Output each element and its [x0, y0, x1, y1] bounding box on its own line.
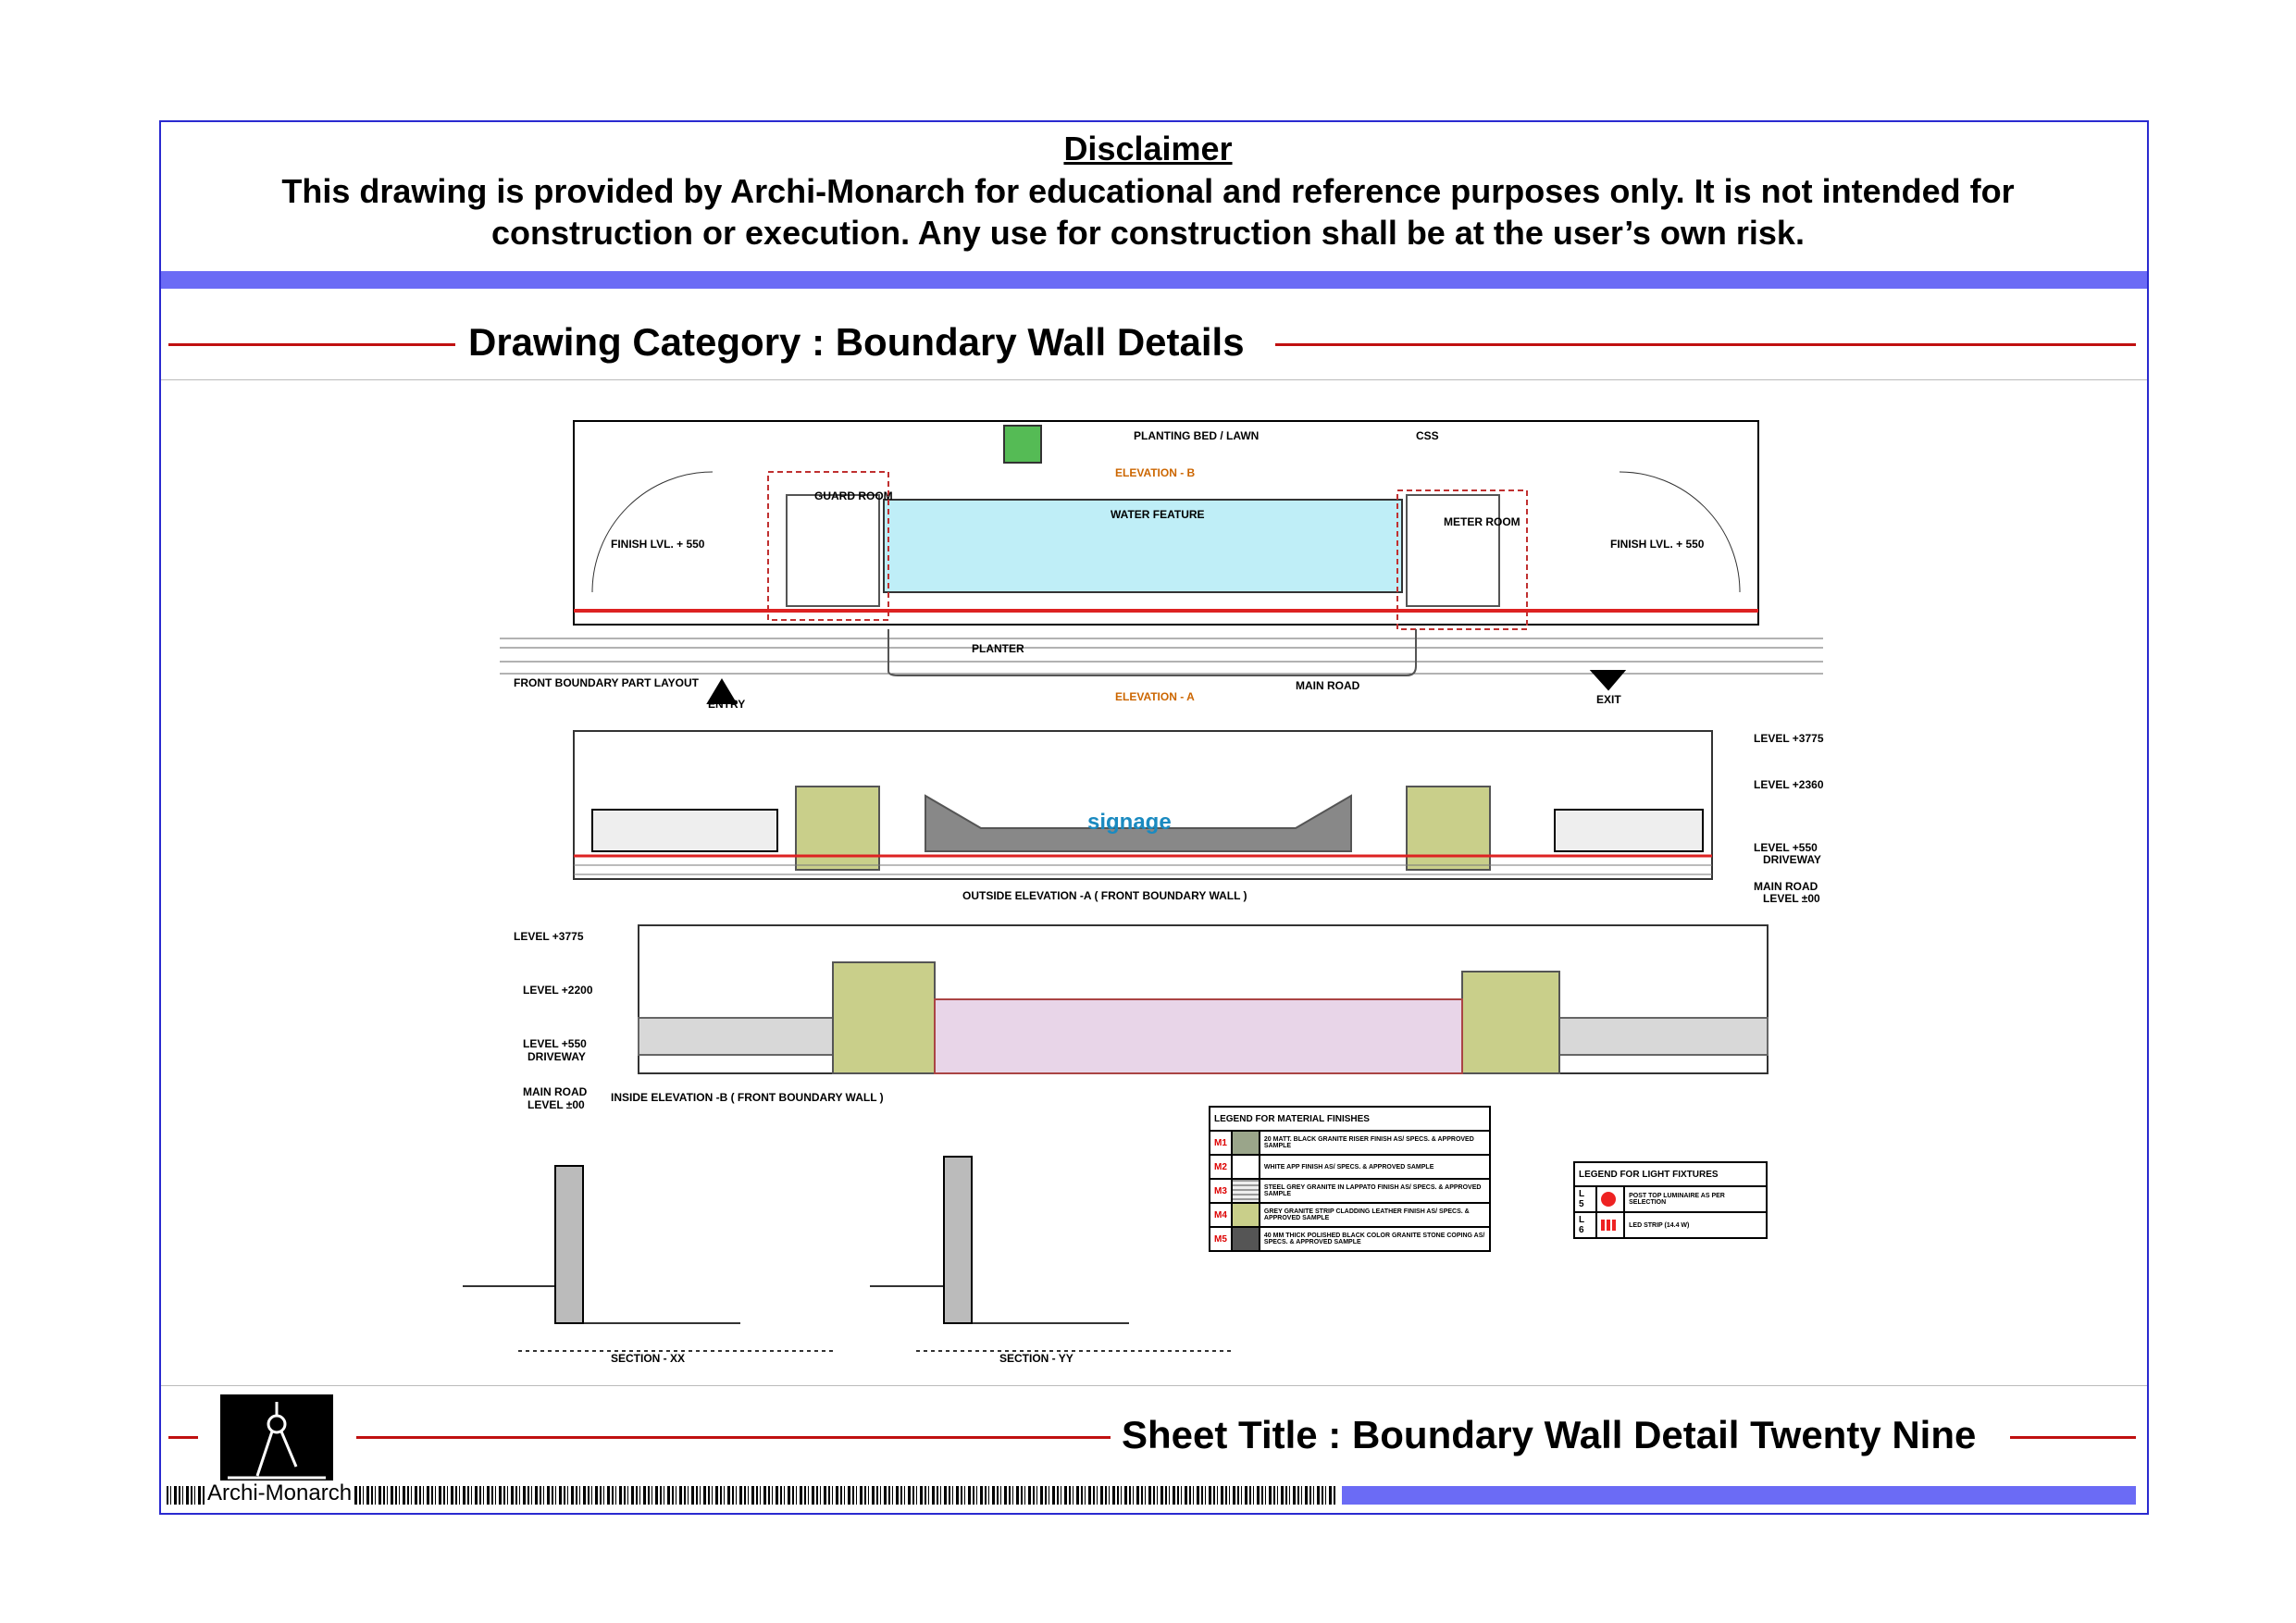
css-label: CSS: [1416, 429, 1439, 442]
legend-text: 20 MATT. BLACK GRANITE RISER FINISH AS/ …: [1258, 1130, 1492, 1156]
brand-name: Archi-Monarch: [205, 1481, 354, 1506]
footer-bar: [1342, 1486, 2136, 1505]
post-top-luminaire-icon: [1595, 1185, 1626, 1213]
sheet-frame: [159, 120, 2149, 1515]
rule: [1275, 343, 2136, 346]
legend-text: POST TOP LUMINAIRE AS PER SELECTION: [1623, 1185, 1768, 1213]
legend-text: STEEL GREY GRANITE IN LAPPATO FINISH AS/…: [1258, 1178, 1492, 1204]
elevation-b-marker: ELEVATION - B: [1115, 466, 1196, 479]
entry-label: ENTRY: [708, 698, 745, 711]
level-label: MAIN ROAD: [523, 1085, 588, 1098]
level-label: LEVEL +2360: [1754, 778, 1824, 791]
planting-bed-label: PLANTING BED / LAWN: [1134, 429, 1259, 442]
swatch: [1230, 1178, 1260, 1204]
level-label: LEVEL +550: [523, 1037, 587, 1050]
legend-code: M5: [1209, 1226, 1233, 1252]
elevation-a-marker: ELEVATION - A: [1115, 690, 1195, 703]
swatch: [1230, 1154, 1260, 1180]
legend-text: 40 MM THICK POLISHED BLACK COLOR GRANITE…: [1258, 1226, 1492, 1252]
divider: [161, 379, 2147, 380]
section-xx-title: SECTION - XX: [611, 1352, 685, 1365]
legend-code: M3: [1209, 1178, 1233, 1204]
outside-elevation-title: OUTSIDE ELEVATION -A ( FRONT BOUNDARY WA…: [962, 889, 1247, 902]
level-label: LEVEL ±00: [1763, 892, 1820, 905]
plan-title: FRONT BOUNDARY PART LAYOUT: [514, 676, 700, 689]
legend-light-fixtures: LEGEND FOR LIGHT FIXTURES L 5 POST TOP LU…: [1572, 1161, 1768, 1239]
drawing-category: Drawing Category : Boundary Wall Details: [468, 320, 1245, 364]
guard-room-label: GUARD ROOM: [814, 489, 893, 502]
legend-material-finishes: LEGEND FOR MATERIAL FINISHES M1 20 MATT. …: [1209, 1106, 1492, 1252]
rule: [168, 343, 455, 346]
legend-code: M1: [1209, 1130, 1233, 1156]
planter-label: PLANTER: [972, 642, 1024, 655]
swatch: [1230, 1226, 1260, 1252]
archi-monarch-logo: [220, 1394, 333, 1483]
finish-level-right: FINISH LVL. + 550: [1610, 538, 1705, 551]
level-label: LEVEL +3775: [1754, 732, 1824, 745]
legend-text: GREY GRANITE STRIP CLADDING LEATHER FINI…: [1258, 1202, 1492, 1228]
level-label: LEVEL +550: [1754, 841, 1818, 854]
swatch: [1230, 1130, 1260, 1156]
level-label: DRIVEWAY: [1763, 853, 1821, 866]
level-label: DRIVEWAY: [527, 1050, 586, 1063]
legend-code: M2: [1209, 1154, 1233, 1180]
legend-text: WHITE APP FINISH AS/ SPECS. & APPROVED S…: [1258, 1154, 1492, 1180]
disclaimer-title: Disclaimer: [1063, 130, 1233, 167]
legend-code: L 6: [1572, 1211, 1598, 1239]
level-label: MAIN ROAD: [1754, 880, 1818, 893]
barcode: [167, 1486, 1337, 1505]
legend-title: LEGEND FOR LIGHT FIXTURES: [1573, 1161, 1768, 1187]
legend-code: M4: [1209, 1202, 1233, 1228]
divider: [161, 1385, 2147, 1386]
led-strip-icon: [1595, 1211, 1626, 1239]
rule: [168, 1436, 198, 1439]
header-bar: [161, 271, 2147, 289]
legend-code: L 5: [1572, 1185, 1598, 1213]
plan-outline: [573, 420, 1759, 626]
main-road-label: MAIN ROAD: [1296, 679, 1360, 692]
exit-label: EXIT: [1596, 693, 1621, 706]
level-label: LEVEL +2200: [523, 984, 593, 997]
inside-elevation-title: INSIDE ELEVATION -B ( FRONT BOUNDARY WAL…: [611, 1091, 884, 1104]
section-yy-title: SECTION - YY: [999, 1352, 1074, 1365]
level-label: LEVEL ±00: [527, 1098, 585, 1111]
rule: [2010, 1436, 2136, 1439]
level-label: LEVEL +3775: [514, 930, 584, 943]
water-feature-label: WATER FEATURE: [1111, 508, 1205, 521]
signage-text: signage: [1087, 810, 1172, 835]
water-feature: [883, 499, 1403, 593]
finish-level-left: FINISH LVL. + 550: [611, 538, 705, 551]
legend-title: LEGEND FOR MATERIAL FINISHES: [1209, 1106, 1491, 1132]
disclaimer-text: This drawing is provided by Archi-Monarc…: [281, 172, 2015, 252]
swatch: [1230, 1202, 1260, 1228]
meter-room-label: METER ROOM: [1444, 515, 1520, 528]
sheet-title: Sheet Title : Boundary Wall Detail Twent…: [1122, 1413, 1977, 1456]
legend-text: LED STRIP (14.4 W): [1623, 1211, 1768, 1239]
rule: [356, 1436, 1111, 1439]
